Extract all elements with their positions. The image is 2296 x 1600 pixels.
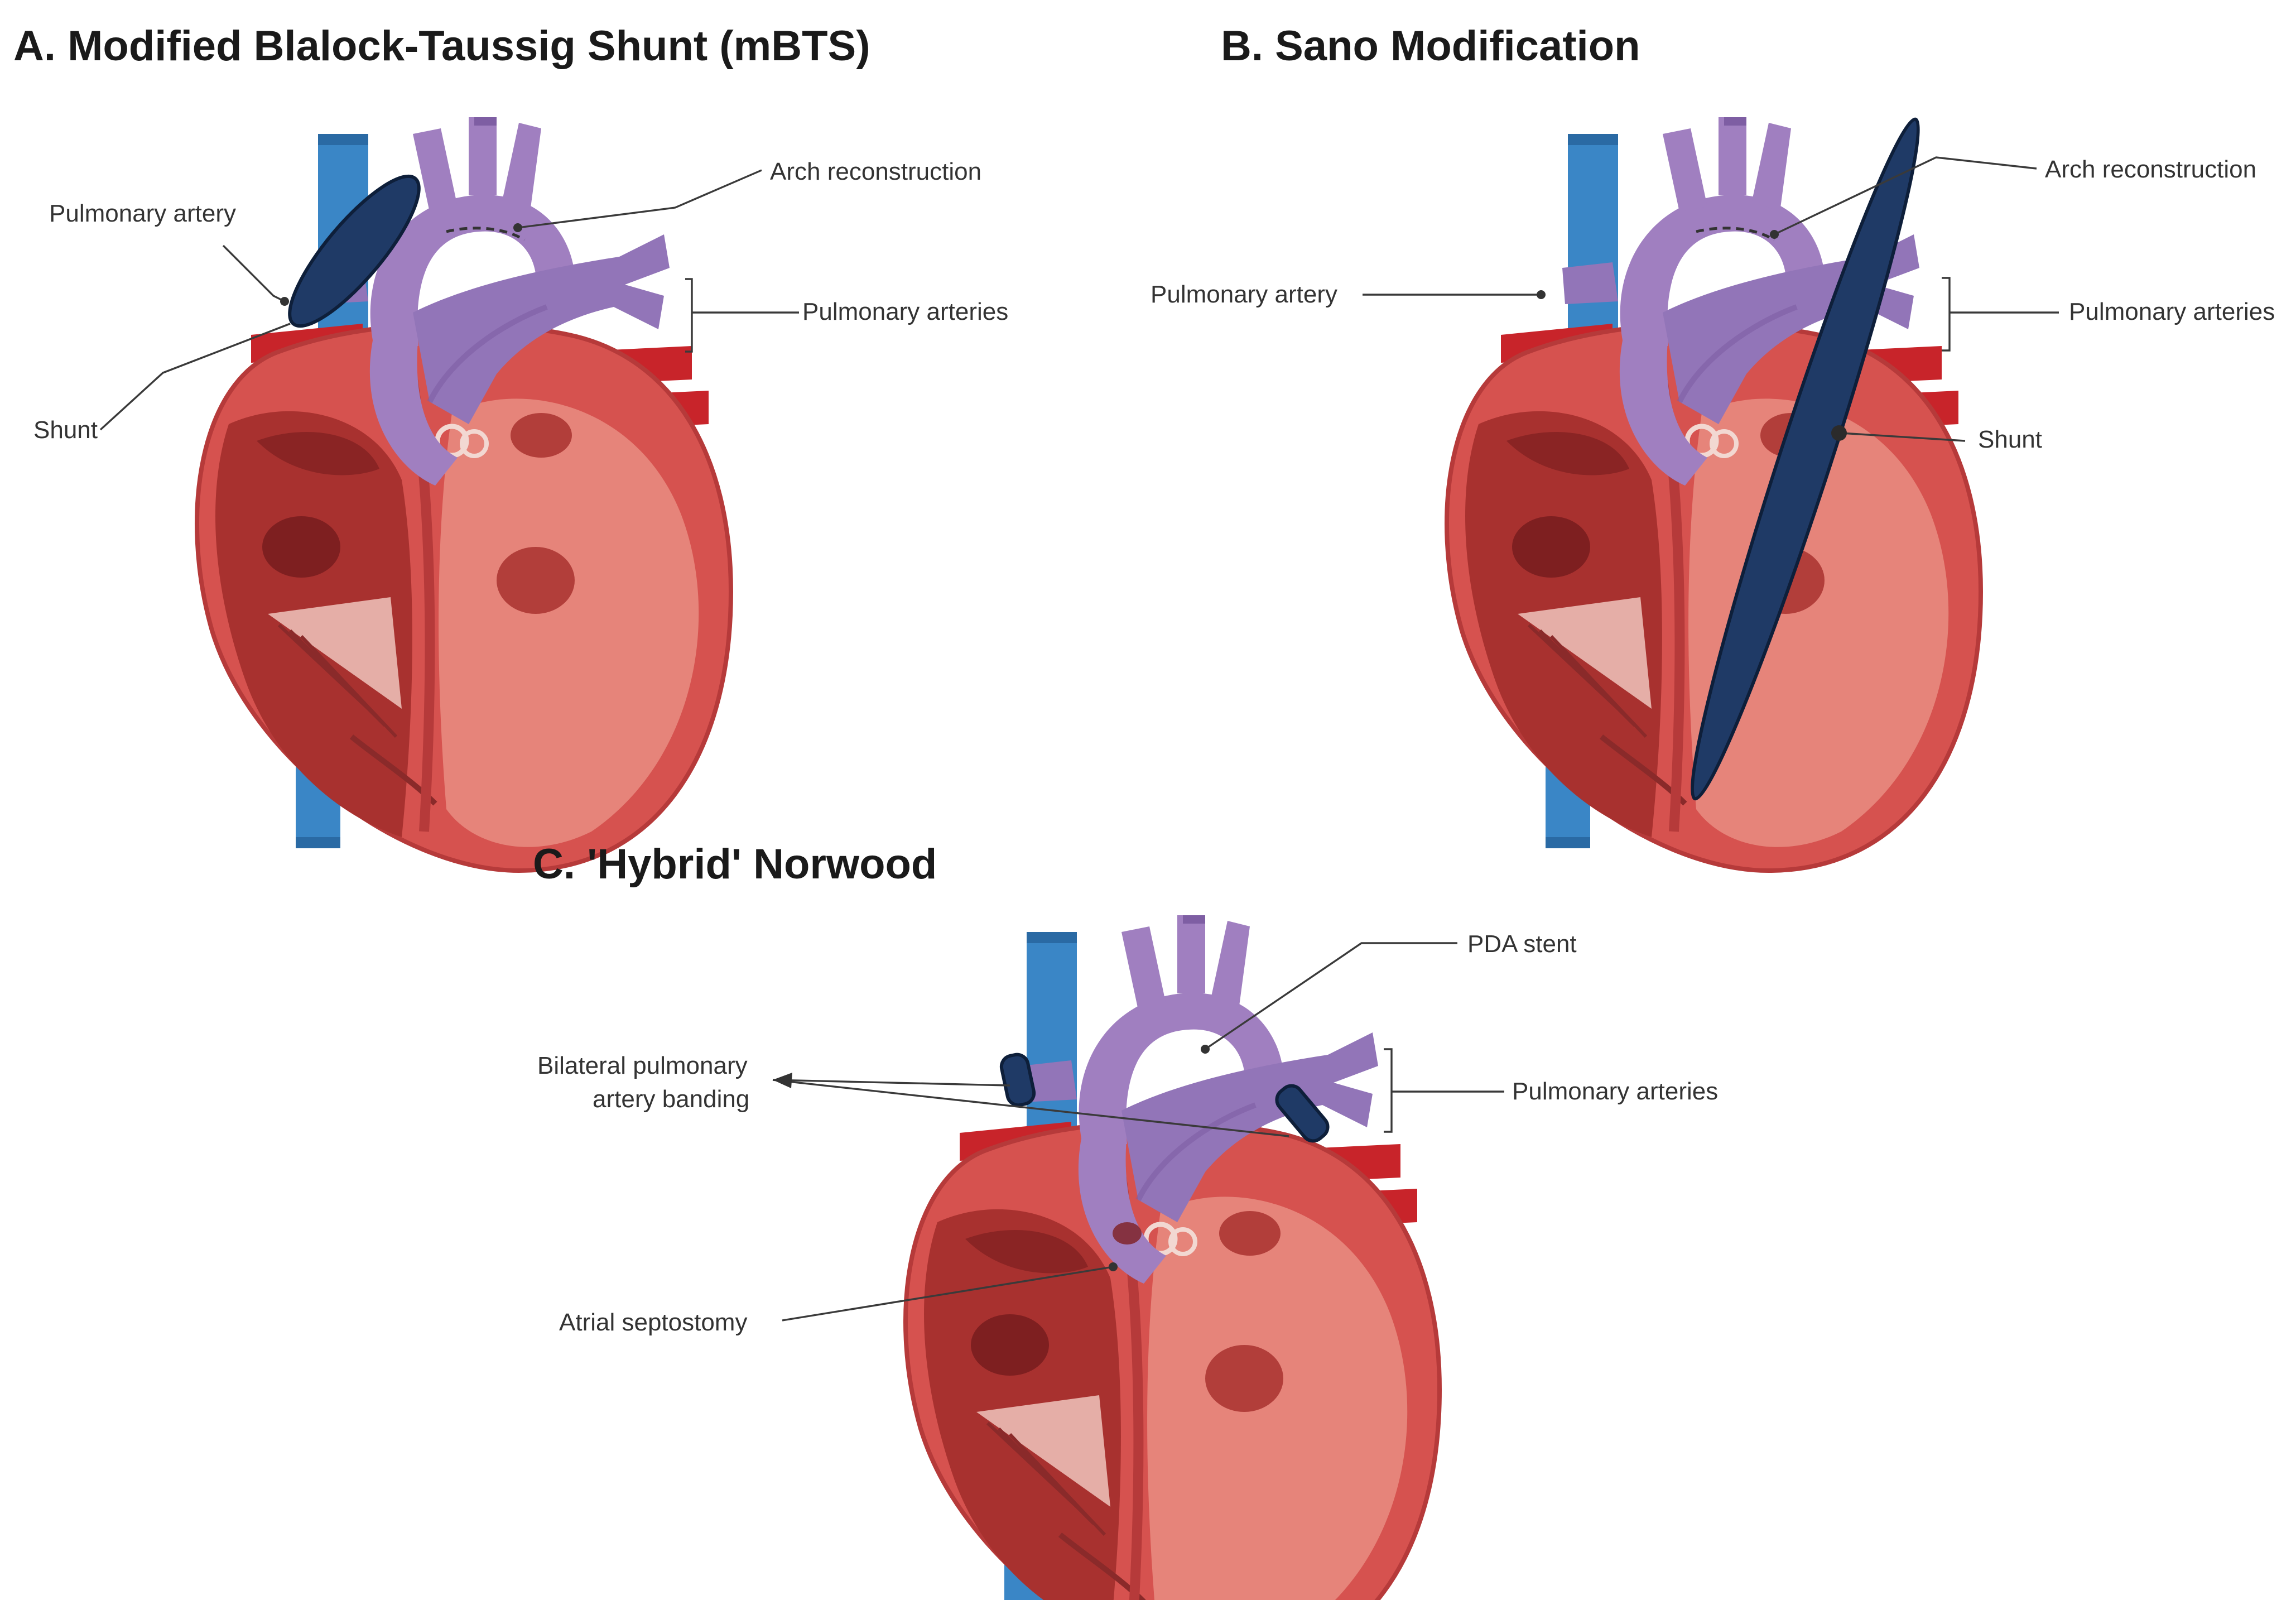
- panel-c-pointer-pda: [1201, 1045, 1210, 1054]
- panel-a-leader-shunt: [99, 323, 291, 431]
- panel-c-bracket-pulmonary-arteries: [1384, 1048, 1504, 1133]
- panel-c-pointer-septostomy: [1109, 1262, 1118, 1271]
- panel-b-pointer-arch: [1770, 230, 1779, 239]
- panel-c-leader-band-left: [772, 1079, 1010, 1087]
- panel-c-label-atrial-septostomy: Atrial septostomy: [559, 1309, 747, 1336]
- panel-b-leader-shunt: [1841, 432, 1966, 442]
- panel-c-right-pa-band: [1275, 1084, 1330, 1143]
- panel-b-label-pulmonary-arteries: Pulmonary arteries: [2069, 298, 2275, 325]
- panel-b-label-arch-reconstruction: Arch reconstruction: [2045, 156, 2256, 183]
- panel-a-leader-pulmonary-artery: [222, 244, 285, 302]
- panel-a-leader-arch: [517, 169, 762, 229]
- panel-c-label-pda-stent: PDA stent: [1467, 930, 1577, 958]
- panel-a-title: A. Modified Blalock-Taussig Shunt (mBTS): [13, 22, 870, 70]
- panel-c-leader-pda: [1205, 942, 1457, 1050]
- panel-b-pointer-pulmonary-artery: [1537, 290, 1546, 299]
- panel-a-heart-illustration: [197, 117, 731, 871]
- panel-b-pointer-shunt: [1831, 425, 1847, 441]
- panel-a-label-shunt: Shunt: [33, 416, 98, 444]
- panel-b-heart-illustration: [1447, 112, 1981, 871]
- panel-a-pointer-arch: [513, 223, 522, 232]
- panel-b: B. Sano Modification Pulmonary artery Ar…: [1151, 22, 2275, 871]
- panel-c: C. 'Hybrid' Norwood Bilateral pulmonary …: [533, 840, 1718, 1600]
- panel-a-label-pulmonary-arteries: Pulmonary arteries: [802, 298, 1008, 325]
- panel-a-bracket-pulmonary-arteries: [685, 278, 799, 353]
- panel-c-leader-septostomy: [782, 1266, 1114, 1322]
- panel-c-leader-band-right: [772, 1079, 1289, 1137]
- panel-a-label-pulmonary-artery: Pulmonary artery: [49, 200, 236, 227]
- panel-c-title: C. 'Hybrid' Norwood: [533, 840, 937, 888]
- panel-a-shunt-graft: [288, 174, 421, 328]
- panel-b-bracket-pulmonary-arteries: [1942, 277, 2059, 352]
- panel-a-label-arch-reconstruction: Arch reconstruction: [770, 158, 981, 185]
- panel-b-label-shunt: Shunt: [1978, 426, 2042, 453]
- panel-c-label-banding-line1: Bilateral pulmonary: [537, 1052, 748, 1079]
- panel-c-label-pulmonary-arteries: Pulmonary arteries: [1512, 1078, 1718, 1105]
- panel-a: A. Modified Blalock-Taussig Shunt (mBTS)…: [13, 22, 1008, 871]
- panel-c-heart-illustration: [906, 915, 1440, 1600]
- panel-b-leader-arch: [1774, 156, 2037, 236]
- panel-a-pointer-pulmonary-artery: [280, 297, 289, 306]
- panel-c-label-banding-line2: artery banding: [593, 1085, 749, 1113]
- panel-c-arrowhead-band: [773, 1073, 792, 1088]
- panel-c-left-pa-band: [999, 1053, 1036, 1107]
- panel-b-label-pulmonary-artery: Pulmonary artery: [1151, 281, 1337, 308]
- panel-b-shunt-conduit: [1690, 117, 1920, 801]
- panel-b-title: B. Sano Modification: [1221, 22, 1640, 70]
